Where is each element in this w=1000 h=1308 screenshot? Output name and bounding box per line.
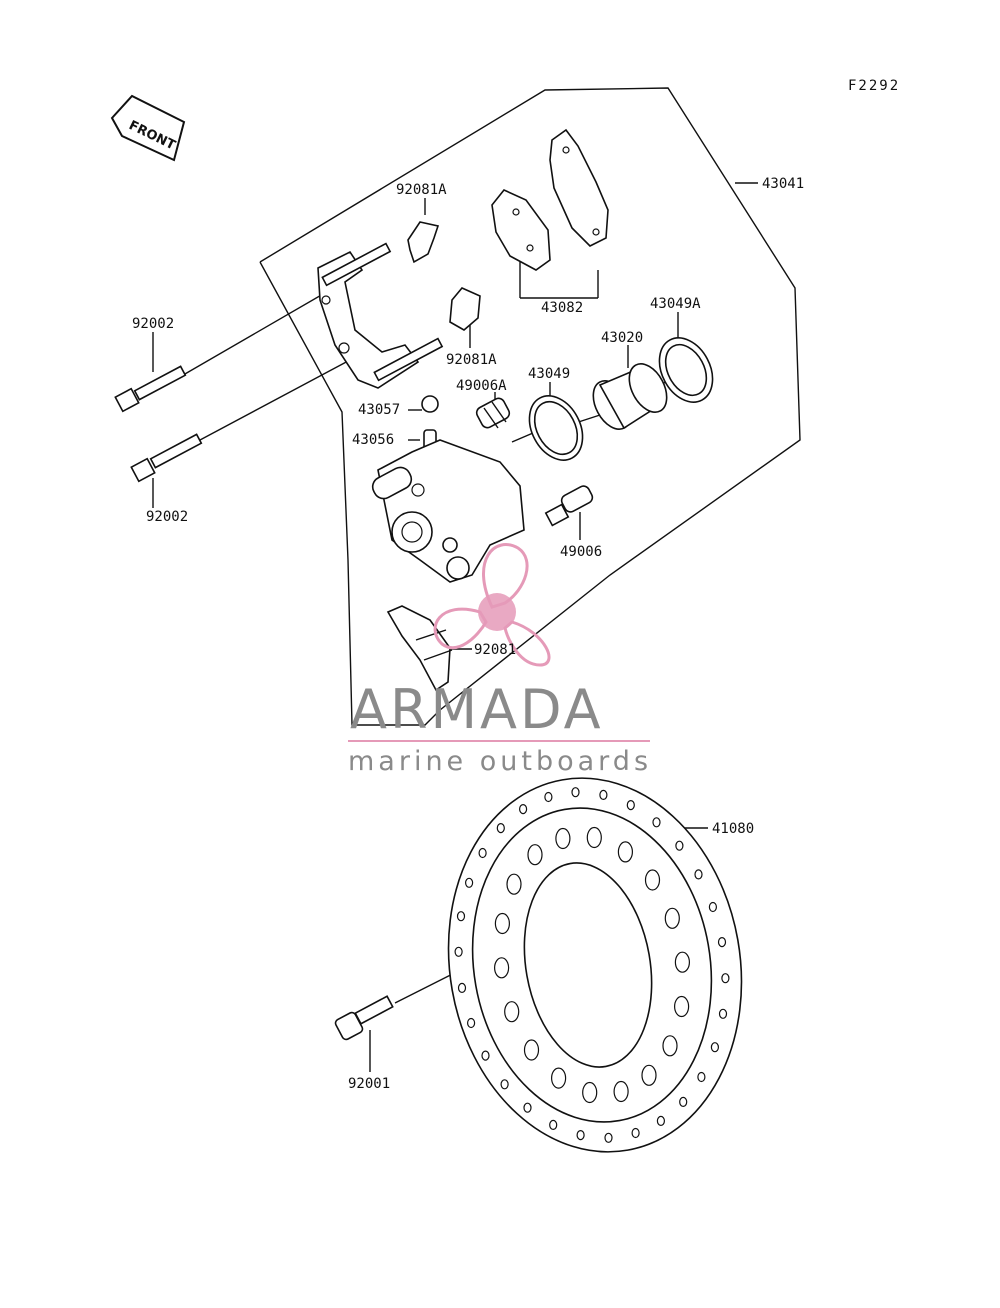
label-43082: 43082: [541, 300, 583, 316]
disc-hole: [582, 1081, 598, 1104]
assembly-outline: [259, 87, 801, 726]
disc-hole: [523, 1039, 540, 1061]
disc-hole: [506, 873, 522, 895]
disc-hole: [523, 1102, 532, 1113]
brand-name: ARMADA: [350, 678, 604, 741]
disc-hole: [550, 1067, 567, 1089]
dust-seal-43049A: [658, 337, 714, 403]
label-92081A-mid: 92081A: [446, 352, 497, 368]
disc-hole: [549, 1119, 558, 1131]
label-43020: 43020: [601, 330, 643, 346]
label-92081A-top: 92081A: [396, 182, 447, 198]
disc-hole: [721, 973, 730, 984]
brand-tagline: marine outboards: [348, 746, 652, 777]
label-43049: 43049: [528, 366, 570, 382]
bolt-92002-bottom: [130, 433, 203, 483]
disc-hole: [504, 1001, 520, 1023]
disc-hole: [571, 787, 580, 798]
disc-hole: [494, 957, 510, 979]
boot-49006A: [475, 397, 511, 429]
disc-hole: [631, 1127, 640, 1139]
label-92002-bottom: 92002: [146, 509, 188, 525]
disc-hole: [599, 789, 608, 801]
disc-hole: [586, 826, 602, 849]
label-43041: 43041: [762, 176, 804, 192]
front-arrow-icon: FRONT: [110, 94, 186, 162]
label-92002-top: 92002: [132, 316, 174, 332]
disc-hole: [613, 1080, 629, 1103]
disc-hole: [641, 1064, 657, 1086]
piston-seal-43049: [528, 395, 584, 461]
pad-spring-92081A-top: [407, 221, 440, 264]
piston-43020: [592, 363, 668, 430]
brake-disc: [447, 777, 743, 1153]
pad-spring-92081A-mid: [449, 287, 481, 331]
disc-hole: [662, 1035, 678, 1057]
disc-hole: [481, 1050, 490, 1061]
disc-hole: [664, 907, 680, 929]
disc-hole: [467, 1017, 476, 1029]
disc-hole: [457, 982, 467, 994]
disc-hole: [679, 1096, 688, 1108]
disc-hole: [717, 936, 727, 948]
label-43056: 43056: [352, 432, 394, 448]
label-41080: 41080: [712, 821, 754, 837]
disc-hole: [500, 1079, 509, 1090]
label-43057: 43057: [358, 402, 400, 418]
disc-hole: [555, 827, 571, 850]
caliper-bracket: [317, 242, 444, 389]
disc-hole: [604, 1132, 613, 1143]
disc-hole: [652, 817, 661, 828]
disc-hole: [697, 1071, 706, 1083]
slide-pin-49006: [544, 485, 594, 527]
label-49006: 49006: [560, 544, 602, 560]
disc-hole: [656, 1115, 666, 1127]
disc-hole: [496, 822, 505, 834]
label-43049A: 43049A: [650, 296, 701, 312]
disc-hole: [644, 869, 661, 891]
disc-hole: [465, 877, 474, 888]
disc-hole: [626, 799, 635, 811]
disc-hole: [544, 791, 553, 803]
disc-hole: [718, 1008, 728, 1019]
ref-code: F2292: [848, 78, 900, 94]
label-92081: 92081: [474, 642, 516, 658]
disc-hole: [527, 844, 543, 866]
label-92001: 92001: [348, 1076, 390, 1092]
disc-hole: [454, 946, 463, 957]
brake-pad-outer: [549, 128, 609, 247]
disc-hole: [478, 847, 487, 859]
brand-logo: [433, 543, 551, 667]
brake-pad-inner: [491, 189, 551, 271]
disc-hole: [456, 911, 466, 922]
disc-hole: [694, 869, 703, 880]
disc-hole: [675, 840, 684, 851]
disc-hole: [710, 1042, 720, 1053]
bolt-92002-top: [114, 365, 187, 413]
disc-hole: [518, 803, 528, 815]
disc-hole: [576, 1129, 585, 1141]
disc-hole: [674, 951, 691, 973]
disc-hole: [617, 841, 634, 863]
caliper-body: [371, 439, 525, 583]
bleeder-cap-43057: [421, 395, 439, 413]
disc-hole: [673, 995, 690, 1018]
disc-hole: [494, 912, 510, 935]
label-49006A: 49006A: [456, 378, 507, 394]
disc-bolt-92001: [334, 995, 394, 1041]
disc-hole: [708, 901, 718, 913]
